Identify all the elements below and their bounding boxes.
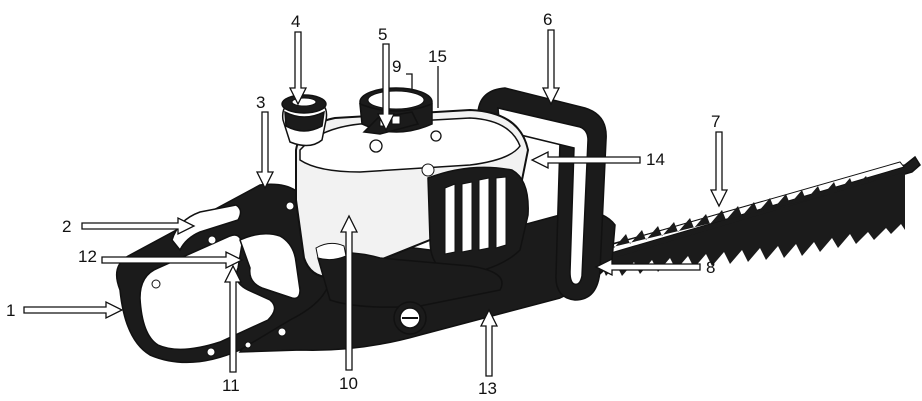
- callout-arrow-8: [594, 257, 701, 277]
- fuel-cap: [281, 94, 328, 147]
- callout-line-9: [406, 73, 413, 90]
- callout-label-13: 13: [478, 379, 497, 398]
- callout-arrow-7: [709, 131, 729, 208]
- callout-arrow-4: [288, 31, 308, 106]
- callout-arrow-11: [223, 264, 243, 373]
- cutter-blade: [558, 155, 921, 276]
- callout-arrow-3: [255, 111, 275, 190]
- callout-label-5: 5: [378, 25, 387, 44]
- callout-label-15: 15: [428, 47, 447, 66]
- callout-label-14: 14: [646, 150, 665, 169]
- callout-arrows: [23, 29, 729, 377]
- callout-arrow-1: [23, 300, 124, 320]
- callout-arrow-12: [101, 250, 244, 270]
- callout-label-9: 9: [392, 57, 401, 76]
- callout-label-7: 7: [711, 112, 720, 131]
- callout-label-3: 3: [256, 93, 265, 112]
- callout-arrow-10: [339, 214, 359, 371]
- callout-label-6: 6: [543, 10, 552, 29]
- callout-label-8: 8: [706, 258, 715, 277]
- callout-labels: 1 2 3 4 5 6 7 8 9 10 11 12 13 14 15: [6, 10, 720, 398]
- callout-label-11: 11: [222, 376, 240, 395]
- callout-arrow-6: [541, 29, 561, 106]
- callout-label-10: 10: [339, 374, 358, 393]
- callout-arrow-2: [81, 216, 196, 236]
- callout-arrow-5: [376, 43, 396, 132]
- callout-label-2: 2: [62, 217, 71, 236]
- callout-label-12: 12: [78, 247, 97, 266]
- callout-label-1: 1: [6, 301, 15, 320]
- callout-arrow-13: [479, 308, 499, 377]
- callout-label-4: 4: [291, 12, 300, 31]
- callout-arrow-14: [530, 150, 641, 170]
- hedge-trimmer-illustration: [115, 87, 921, 364]
